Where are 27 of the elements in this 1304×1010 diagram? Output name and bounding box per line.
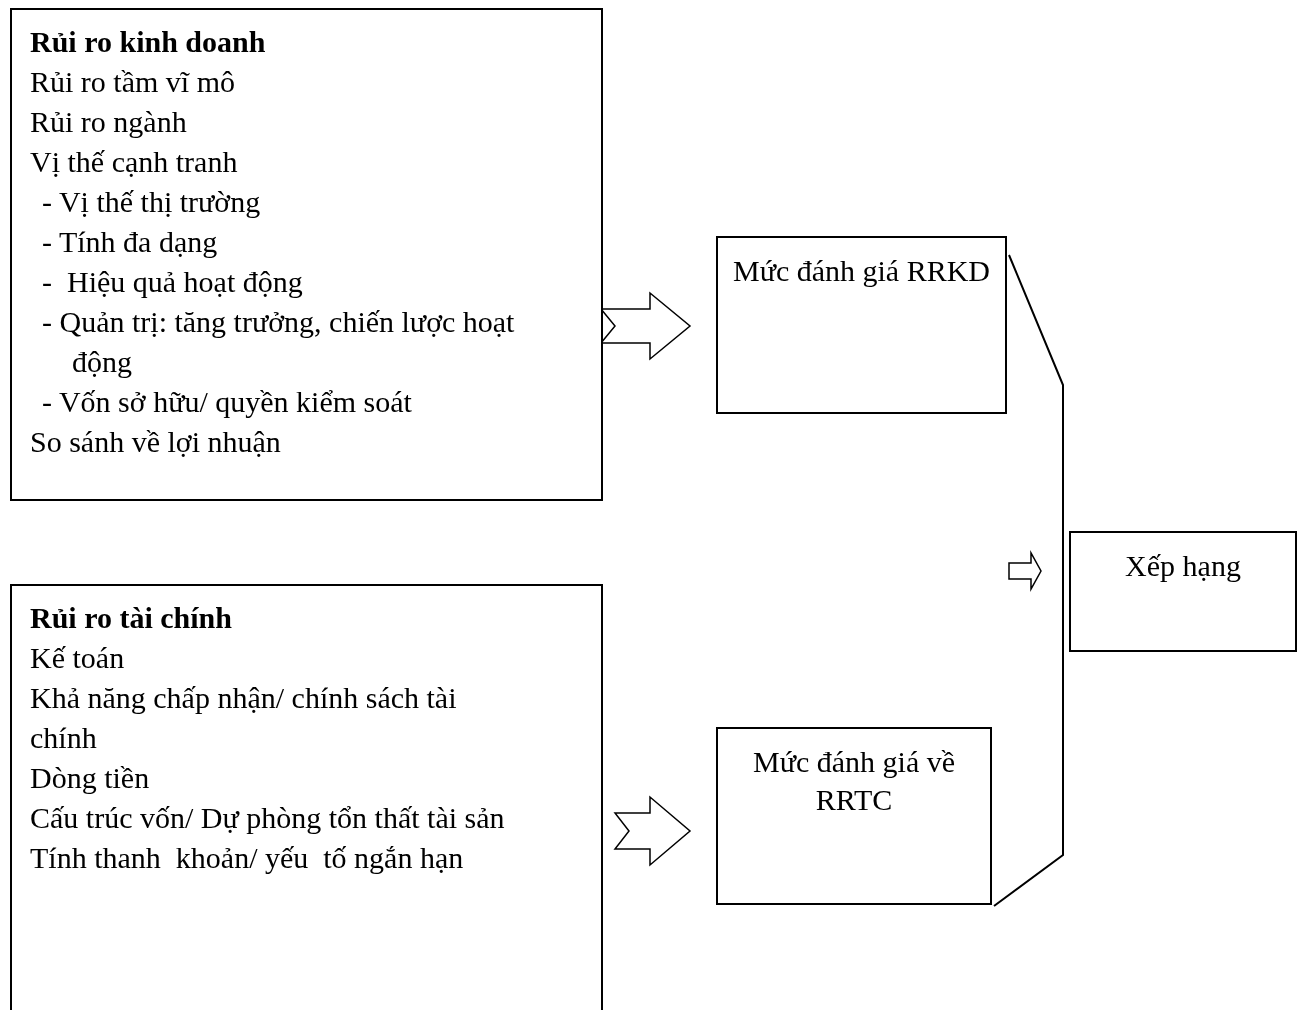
- list-item: Dòng tiền: [30, 760, 151, 796]
- funnel-shape: [993, 254, 1064, 907]
- process-box: [716, 236, 1007, 414]
- box-heading: Rủi ro tài chính: [30, 600, 233, 636]
- box-label: Mức đánh giá RRKD: [731, 253, 992, 289]
- list-item: Khả năng chấp nhận/ chính sách tài chính: [30, 680, 458, 756]
- list-item: - Tính đa dạng: [41, 224, 219, 260]
- list-item: So sánh về lợi nhuận: [30, 424, 282, 460]
- list-item: Rủi ro tầm vĩ mô: [30, 64, 236, 100]
- list-item: Cấu trúc vốn/ Dự phòng tổn thất tài sản: [30, 800, 506, 836]
- process-box: [1069, 531, 1297, 652]
- list-item: - Vốn sở hữu/ quyền kiểm soát: [41, 384, 413, 420]
- box-heading: Rủi ro kinh doanh: [30, 24, 267, 60]
- block-arrow: [1008, 550, 1042, 592]
- box-label: Xếp hạng: [1124, 548, 1242, 584]
- list-item: - Vị thế thị trường: [41, 184, 262, 220]
- box-label: Mức đánh giá về RRTC: [752, 744, 956, 818]
- list-item: Kế toán: [30, 640, 126, 676]
- list-item: Rủi ro ngành: [30, 104, 188, 140]
- list-item: - Quản trị: tăng trưởng, chiến lược hoạt động: [41, 304, 516, 380]
- list-item: - Hiệu quả hoạt động: [41, 264, 304, 300]
- process-box: [10, 584, 603, 1010]
- block-arrow: [613, 795, 692, 867]
- process-box: [10, 8, 603, 501]
- list-item: Tính thanh khoản/ yếu tố ngắn hạn: [30, 840, 465, 876]
- list-item: Vị thế cạnh tranh: [30, 144, 239, 180]
- process-box: [716, 727, 992, 905]
